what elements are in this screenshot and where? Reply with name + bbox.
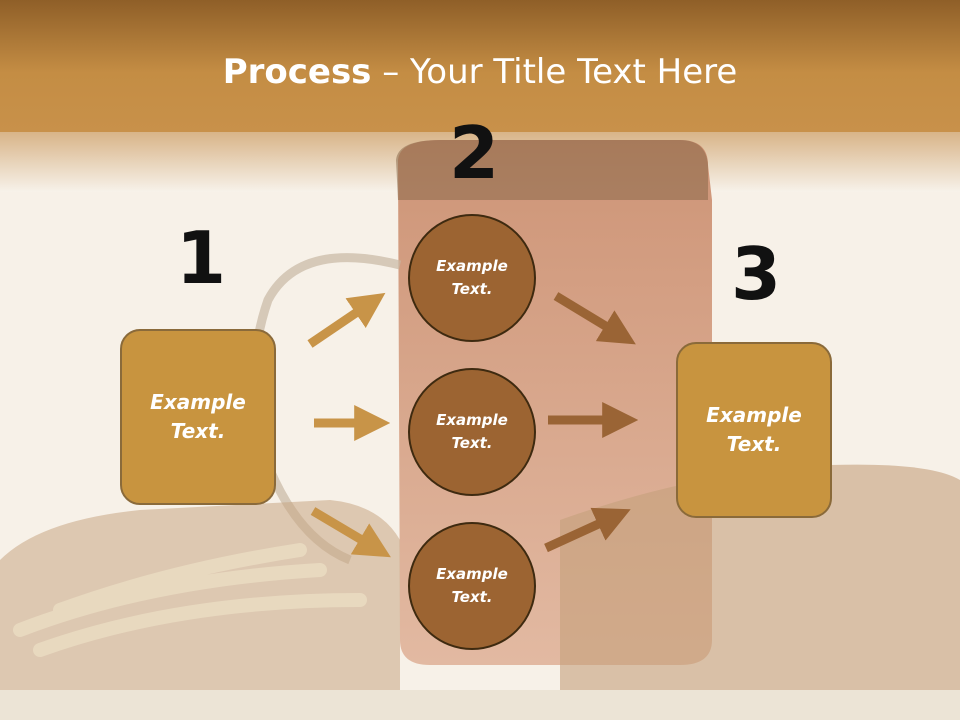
title-bold: Process bbox=[222, 52, 372, 92]
circle-1: Example Text. bbox=[408, 214, 536, 342]
step-box-3: Example Text. bbox=[676, 342, 832, 518]
step-number-2: 2 bbox=[449, 111, 500, 195]
circle-3: Example Text. bbox=[408, 522, 536, 650]
step-box-1-line2: Text. bbox=[170, 419, 226, 443]
step-box-3-line2: Text. bbox=[726, 432, 782, 456]
step-number-1: 1 bbox=[176, 216, 227, 300]
step-box-1: Example Text. bbox=[120, 329, 276, 505]
step-box-1-line1: Example bbox=[150, 390, 246, 414]
slide-title: Process – Your Title Text Here bbox=[0, 52, 960, 92]
circle-1-line1: Example bbox=[436, 257, 508, 275]
circle-3-line2: Text. bbox=[451, 588, 493, 606]
circle-2-line2: Text. bbox=[451, 434, 493, 452]
step-box-3-line1: Example bbox=[706, 403, 802, 427]
step-number-3: 3 bbox=[731, 232, 782, 316]
circle-2-line1: Example bbox=[436, 411, 508, 429]
title-rest: – Your Title Text Here bbox=[371, 52, 738, 92]
circle-1-line2: Text. bbox=[451, 280, 493, 298]
circle-3-line1: Example bbox=[436, 565, 508, 583]
circle-2: Example Text. bbox=[408, 368, 536, 496]
